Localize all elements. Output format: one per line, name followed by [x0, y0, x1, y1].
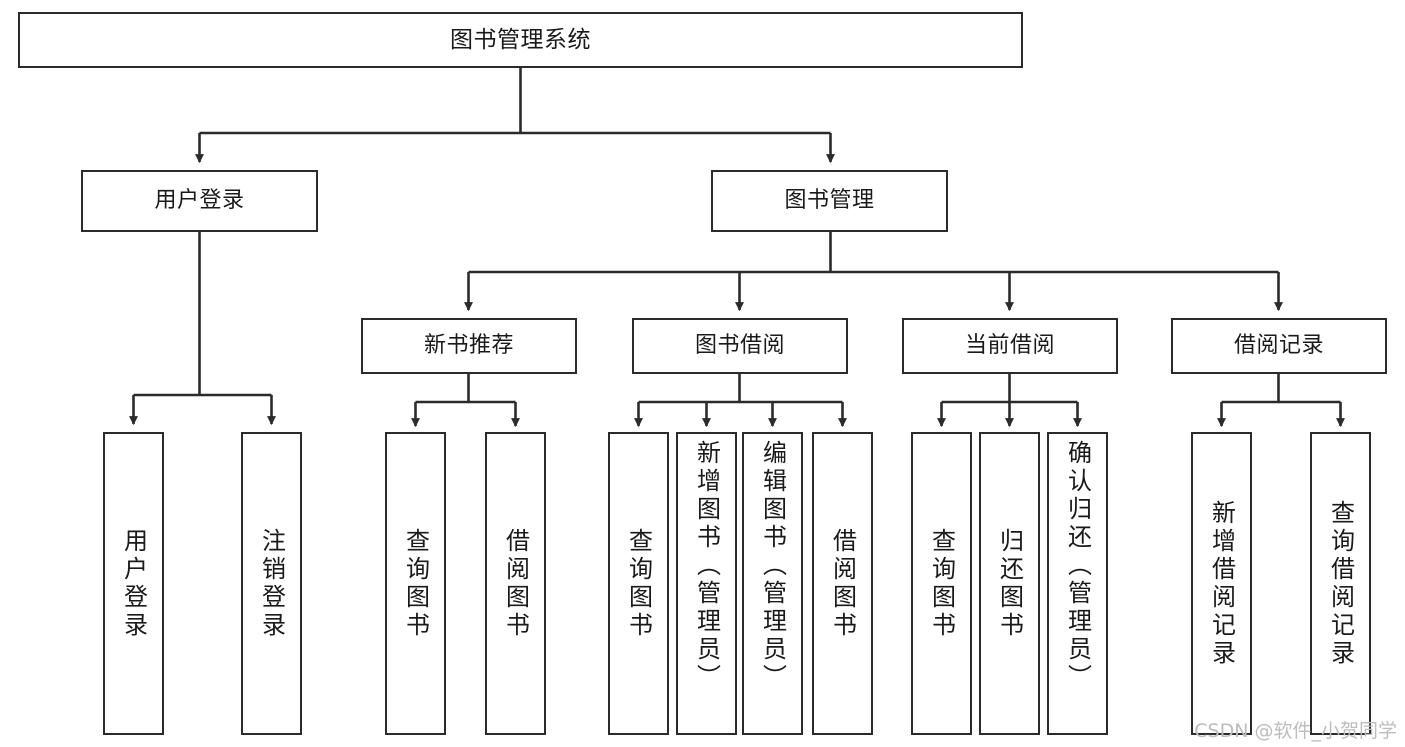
node-label: 当前借阅: [964, 333, 1055, 359]
leaf-record-query-record[interactable]: 查询借阅记录: [1310, 432, 1371, 735]
node-book-borrow[interactable]: 图书借阅: [632, 318, 848, 374]
node-root-system[interactable]: 图书管理系统: [18, 12, 1023, 68]
node-label: 查询图书: [401, 527, 430, 640]
node-borrow-record[interactable]: 借阅记录: [1171, 318, 1387, 374]
leaf-recommend-borrow-book[interactable]: 借阅图书: [485, 432, 546, 735]
node-label: 借阅记录: [1233, 333, 1324, 359]
node-label: 新增图书（管理员）: [692, 440, 721, 692]
leaf-current-query-book[interactable]: 查询图书: [911, 432, 972, 735]
watermark-text: CSDN @软件_小贺同学: [1194, 720, 1397, 742]
node-label: 新增借阅记录: [1207, 499, 1236, 668]
node-label: 图书管理: [784, 188, 875, 214]
node-new-book-recommend[interactable]: 新书推荐: [361, 318, 577, 374]
node-label: 编辑图书（管理员）: [758, 440, 787, 692]
node-label: 图书管理系统: [450, 26, 591, 53]
leaf-recommend-query-book[interactable]: 查询图书: [385, 432, 446, 735]
leaf-current-confirm-return-admin[interactable]: 确认归还（管理员）: [1047, 432, 1108, 735]
node-label: 注销登录: [257, 527, 286, 640]
leaf-borrow-add-book-admin[interactable]: 新增图书（管理员）: [676, 432, 737, 735]
node-label: 查询图书: [624, 527, 653, 640]
node-user-login[interactable]: 用户登录: [81, 170, 318, 232]
leaf-current-return-book[interactable]: 归还图书: [979, 432, 1040, 735]
leaf-record-add-record[interactable]: 新增借阅记录: [1191, 432, 1252, 735]
node-book-management[interactable]: 图书管理: [711, 170, 948, 232]
node-label: 查询借阅记录: [1326, 499, 1355, 668]
node-label: 借阅图书: [828, 527, 857, 640]
node-label: 新书推荐: [423, 333, 514, 359]
leaf-borrow-query-book[interactable]: 查询图书: [608, 432, 669, 735]
node-label: 用户登录: [154, 188, 245, 214]
node-label: 借阅图书: [501, 527, 530, 640]
node-label: 查询图书: [927, 527, 956, 640]
node-label: 归还图书: [995, 527, 1024, 640]
leaf-user-login-logout[interactable]: 注销登录: [241, 432, 302, 735]
leaf-borrow-borrow-book[interactable]: 借阅图书: [812, 432, 873, 735]
leaf-user-login-login[interactable]: 用户登录: [103, 432, 164, 735]
node-label: 确认归还（管理员）: [1063, 440, 1092, 692]
node-current-borrow[interactable]: 当前借阅: [902, 318, 1118, 374]
node-label: 用户登录: [119, 527, 148, 640]
node-label: 图书借阅: [694, 333, 785, 359]
leaf-borrow-edit-book-admin[interactable]: 编辑图书（管理员）: [742, 432, 803, 735]
